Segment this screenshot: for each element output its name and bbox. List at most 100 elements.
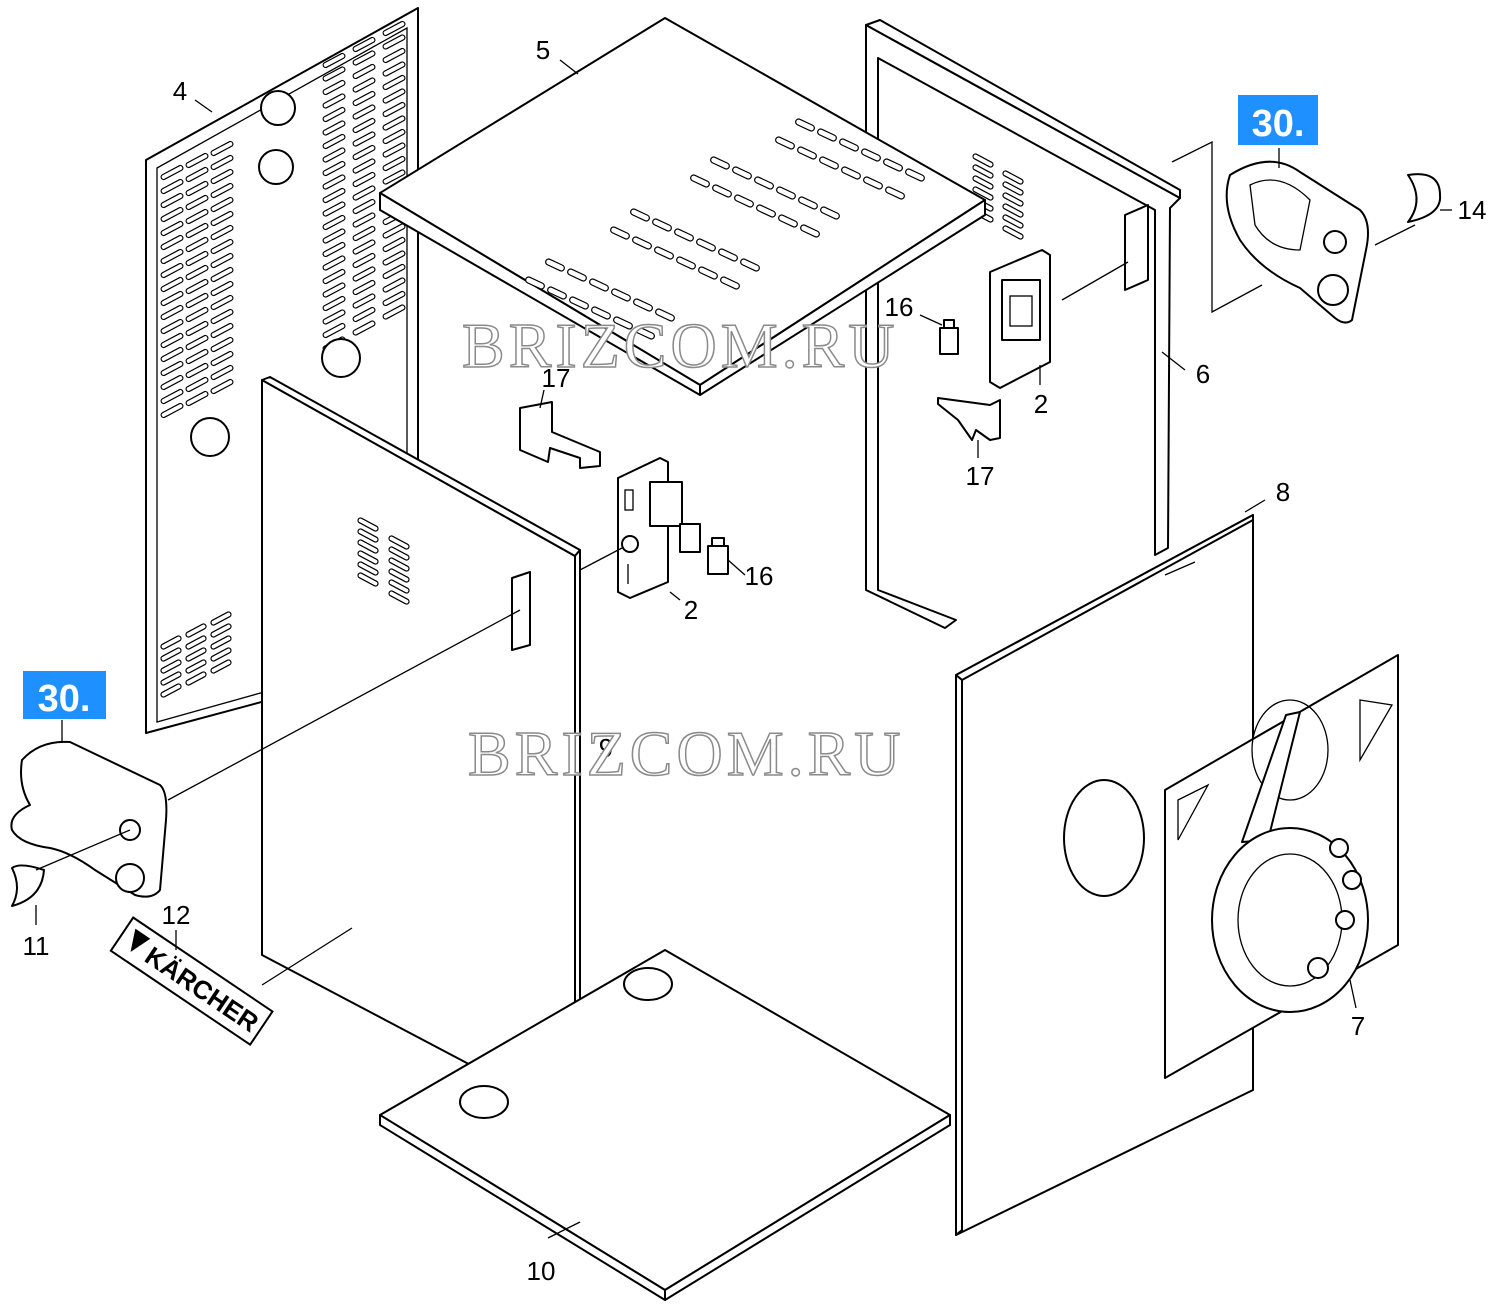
louver-slot — [185, 250, 209, 267]
louver-slot — [160, 388, 184, 405]
louver-slot — [160, 683, 182, 698]
top-slot — [756, 204, 776, 218]
louver-slot — [382, 277, 406, 293]
louver-slot — [382, 263, 406, 280]
louver-slot — [210, 647, 232, 662]
part-9-louvers — [357, 517, 410, 605]
callout-17-right: 17 — [966, 461, 995, 491]
top-slot — [633, 298, 653, 312]
callout-12: 12 — [162, 900, 191, 930]
louver-slot — [322, 214, 346, 231]
top-slot — [589, 278, 609, 292]
louver-slot — [160, 290, 184, 307]
louver-slot — [160, 248, 184, 265]
brand-logo: KÄRCHER — [140, 940, 265, 1038]
louver-slot — [382, 142, 406, 158]
louver-slot — [160, 178, 184, 195]
louver-slot — [210, 308, 234, 325]
louver-slot — [352, 171, 376, 188]
part-11-knob — [11, 864, 45, 907]
louver-slot — [357, 550, 379, 565]
top-slot — [797, 146, 817, 160]
louver-slot — [388, 557, 410, 572]
louver-slot — [382, 88, 406, 104]
louver-slot — [185, 647, 207, 662]
louver-slot — [322, 268, 346, 285]
badge-30-top-right-text: 30. — [1252, 103, 1305, 145]
louver-slot — [352, 144, 376, 161]
louver-slot — [185, 166, 209, 183]
callout-16-left: 16 — [745, 561, 774, 591]
top-slot — [861, 148, 881, 162]
louver-slot — [352, 90, 376, 107]
louver-slot — [357, 528, 379, 543]
top-slot — [798, 196, 818, 210]
top-slot — [569, 296, 589, 310]
louver-slot — [352, 185, 376, 201]
callout-10: 10 — [527, 1256, 556, 1286]
louver-slot — [357, 572, 379, 587]
louver-slot — [382, 34, 406, 50]
badge-30-left: 30. — [23, 671, 106, 720]
louver-slot — [352, 212, 376, 228]
louver-slot — [160, 647, 182, 662]
louver-slot — [185, 659, 207, 674]
louver-slot — [185, 320, 209, 337]
louver-slot — [210, 140, 234, 157]
louver-slot — [322, 174, 346, 190]
part-4-louvers — [160, 20, 406, 698]
louver-slot — [388, 579, 410, 594]
top-slot — [778, 214, 798, 228]
top-slot — [525, 276, 545, 290]
louver-slot — [352, 50, 376, 66]
top-slot — [754, 176, 774, 190]
louver-slot — [185, 334, 209, 351]
top-slot — [885, 186, 905, 200]
part-5-top-panel — [379, 17, 986, 396]
louver-slot — [322, 93, 346, 109]
louver-slot — [322, 160, 346, 177]
louver-slot — [185, 236, 209, 253]
callout-17-left: 17 — [542, 363, 571, 393]
louver-slot — [382, 61, 406, 77]
louver-slot — [160, 318, 184, 335]
part-4-rear-panel — [145, 7, 419, 734]
louver-slot — [322, 79, 346, 96]
part-2-mechanism-left — [617, 457, 701, 599]
louver-slot — [1002, 203, 1024, 218]
louver-slot — [160, 192, 184, 209]
louver-slot — [382, 250, 406, 266]
louver-slot — [210, 378, 234, 395]
part-16-switch-left — [707, 537, 729, 575]
louver-slot — [352, 117, 376, 134]
louver-slot — [185, 152, 209, 169]
louver-slot — [185, 306, 209, 323]
part-12-logo-plate: KÄRCHER — [109, 916, 274, 1047]
louver-slot — [210, 266, 234, 283]
badge-30-top-right: 30. — [1238, 95, 1318, 145]
watermark-1: BRIZCOM.RU — [462, 310, 899, 381]
top-slot — [567, 268, 587, 282]
top-slot — [740, 258, 760, 272]
part-2-mechanism-right — [989, 249, 1051, 389]
louver-slot — [352, 36, 376, 53]
louver-slot — [322, 52, 346, 69]
louver-slot — [352, 279, 376, 296]
badge-30-left-text: 30. — [38, 678, 91, 720]
louver-slot — [357, 517, 379, 532]
top-slot — [611, 288, 631, 302]
louver-slot — [185, 208, 209, 225]
louver-slot — [322, 295, 346, 312]
louver-slot — [210, 196, 234, 213]
louver-slot — [382, 115, 406, 131]
part-7-decal — [1164, 654, 1399, 1079]
louver-slot — [210, 168, 234, 185]
louver-slot — [382, 101, 406, 118]
top-slot — [635, 326, 655, 340]
louver-slot — [210, 336, 234, 353]
louver-slot — [382, 155, 406, 172]
louver-slot — [185, 180, 209, 197]
top-slot — [676, 256, 696, 270]
top-slot — [690, 174, 710, 188]
